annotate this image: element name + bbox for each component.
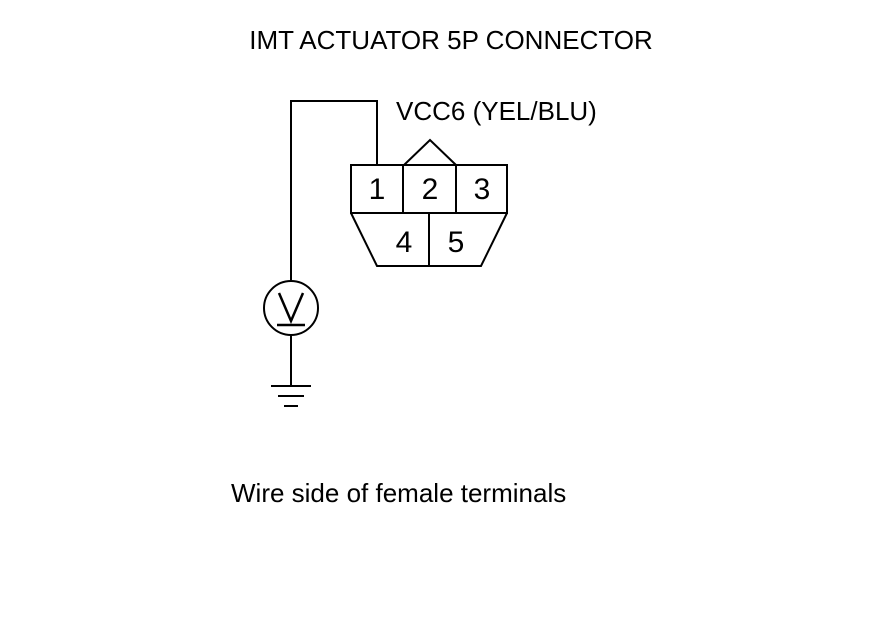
terminal-3: 3 (474, 173, 491, 206)
terminal-4: 4 (396, 226, 413, 259)
voltmeter-icon (263, 280, 319, 336)
ground-icon (271, 385, 311, 407)
connector-body (350, 138, 508, 267)
terminal-2: 2 (422, 173, 439, 206)
terminal-5: 5 (448, 226, 465, 259)
connector-lock-tab (403, 138, 457, 166)
probe-wire (290, 100, 378, 280)
diagram-caption: Wire side of female terminals (231, 478, 566, 508)
diagram-title: IMT ACTUATOR 5P CONNECTOR (249, 25, 653, 55)
terminal-1: 1 (369, 173, 386, 206)
wire-label: VCC6 (YEL/BLU) (396, 96, 597, 126)
